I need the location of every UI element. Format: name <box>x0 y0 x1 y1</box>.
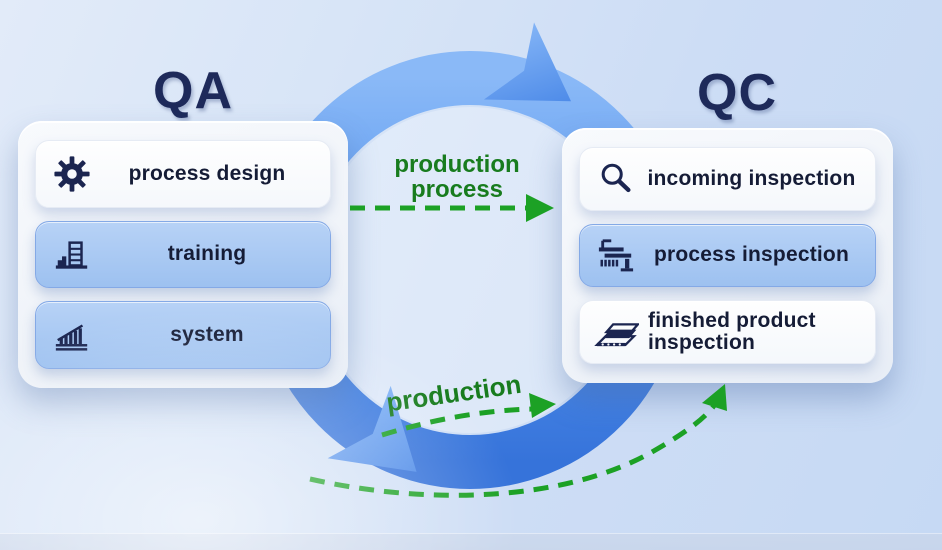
qc-title: QC <box>697 64 777 122</box>
qc-panel: incoming inspection <box>562 128 893 383</box>
qc-item-label: process inspection <box>654 243 849 267</box>
magnifier-icon <box>592 159 640 199</box>
floor-edge <box>0 533 942 550</box>
qc-row-finished-product-inspection: finished product inspection <box>579 300 876 365</box>
qa-item-label: system <box>170 322 244 346</box>
qc-item-label: finished product inspection <box>648 308 816 355</box>
qa-item-label: training <box>167 242 247 266</box>
factory-building-icon <box>48 235 96 275</box>
conveyor-icon <box>592 312 640 352</box>
qa-panel: process design training <box>18 121 348 388</box>
cycle-inner-glow <box>312 107 628 433</box>
qa-row-process-design: process design <box>35 140 331 208</box>
production-arrow <box>381 406 533 438</box>
production-process-label-line1: production <box>394 151 519 178</box>
cycle-arrowhead-bottom <box>327 385 417 472</box>
qc-item-label: incoming inspection <box>647 166 856 190</box>
feedback-arrow <box>309 396 722 498</box>
growth-chart-icon <box>48 315 96 355</box>
qa-row-training: training <box>35 220 331 289</box>
production-process-label-line2: process <box>411 176 503 203</box>
qc-row-incoming-inspection: incoming inspection <box>579 147 876 211</box>
qa-title: QA <box>153 62 233 120</box>
gear-icon <box>48 154 96 194</box>
qa-item-label: process design <box>128 161 286 185</box>
qa-row-system: system <box>35 301 331 370</box>
cycle-arrowhead-top <box>483 22 572 102</box>
machine-icon <box>592 236 640 276</box>
qc-row-process-inspection: process inspection <box>579 223 876 288</box>
production-label: production <box>384 369 523 418</box>
production-process-arrowhead <box>526 194 554 222</box>
feedback-arrowhead <box>702 384 727 411</box>
production-arrowhead <box>529 393 556 418</box>
